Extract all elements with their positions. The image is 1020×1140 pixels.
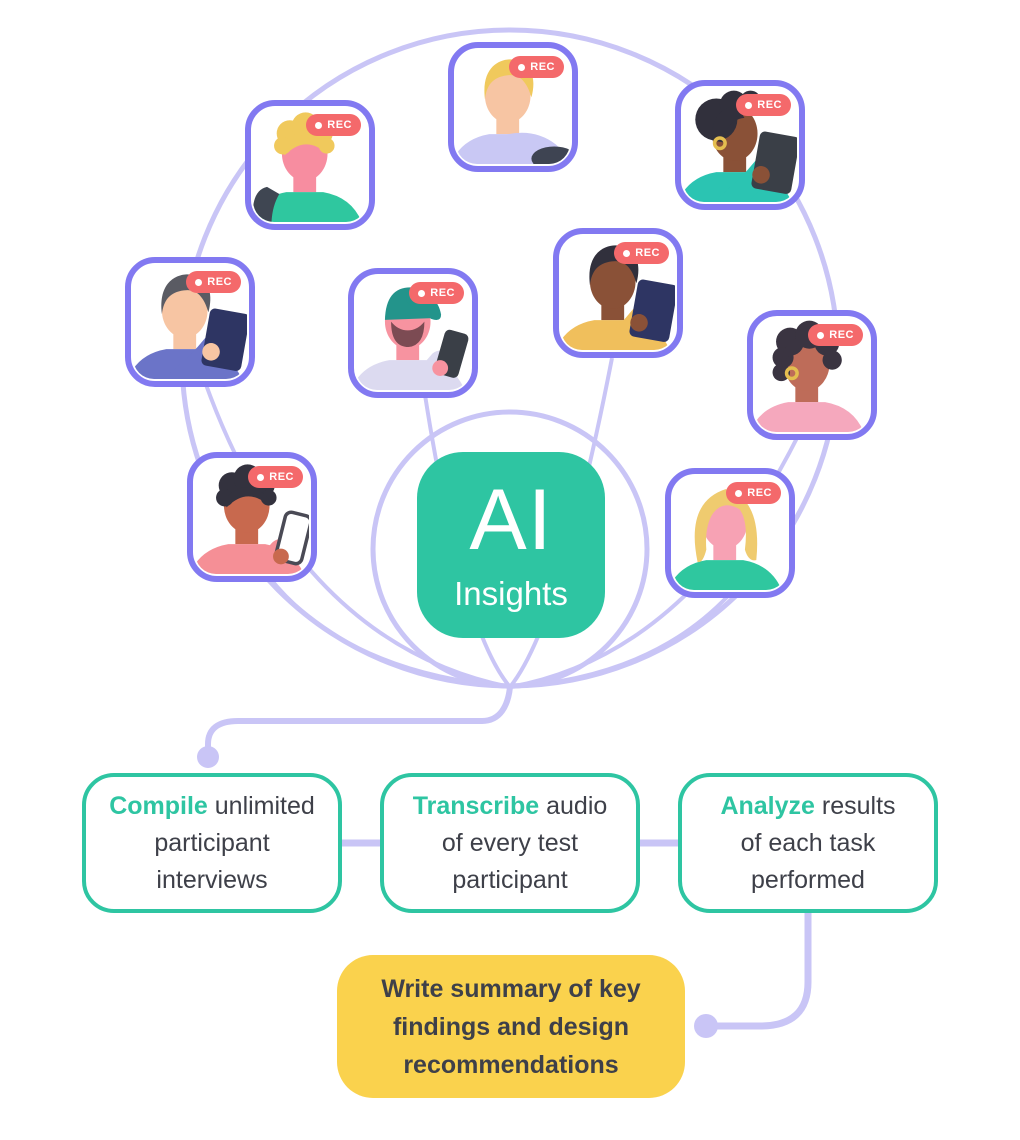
rec-badge: REC [186,271,241,293]
rec-label: REC [757,98,782,111]
rec-badge: REC [808,324,863,346]
step-line: participant [154,828,270,857]
participant-blond-curly-green-shirt: REC [245,100,375,230]
summary-line: recommendations [403,1050,619,1079]
record-dot-icon [735,489,743,497]
rec-label: REC [530,60,555,73]
summary-connector-dot [694,1014,718,1038]
participant-avatar-icon [561,236,675,350]
participant-teal-cap-beard-phone: REC [348,268,478,398]
rec-label: REC [269,470,294,483]
participant-avatar-icon [195,460,309,574]
record-dot-icon [315,121,323,129]
participant-avatar-icon [133,265,247,379]
rec-badge: REC [409,282,464,304]
step3-to-summary-connector [715,913,812,1030]
step-line: Transcribe audio [412,791,608,820]
step-line: Compile unlimited [109,791,315,820]
participant-avatar-icon [683,88,797,202]
participant-avatar-icon [356,276,470,390]
record-dot-icon [745,101,753,109]
rec-label: REC [635,246,660,259]
rec-label: REC [327,118,352,131]
step-line: Analyze results [720,791,896,820]
summary-line: findings and design [392,1012,630,1041]
participant-gray-hair-purple-shirt-tablet: REC [125,257,255,387]
rec-label: REC [829,328,854,341]
step-compile: Compile unlimited participant interviews [82,773,342,913]
step-keyword: Transcribe [412,791,540,820]
step-keyword: Compile [109,791,208,820]
step-line: of every test [441,828,579,857]
participant-blond-lavender-shirt: REC [448,42,578,172]
step1-connector-dot [197,746,219,768]
participant-yellow-polo-tablet: REC [553,228,683,358]
rec-badge: REC [248,466,303,488]
ai-node-subtitle: Insights [454,575,568,612]
summary-node: Write summary of key findings and design… [337,955,685,1098]
ai-node-title: AI [469,472,553,568]
record-dot-icon [195,278,203,286]
rec-badge: REC [306,114,361,136]
summary-line: Write summary of key [381,974,641,1003]
rec-label: REC [430,286,455,299]
step-line: of each task [740,828,876,857]
participant-avatar-icon [456,50,570,164]
rec-label: REC [207,275,232,288]
hub-to-step1-connector [205,686,513,750]
step-line: performed [751,865,865,894]
step-line: participant [452,865,568,894]
rec-badge: REC [736,94,791,116]
record-dot-icon [418,289,426,297]
step-transcribe: Transcribe audio of every test participa… [380,773,640,913]
record-dot-icon [518,63,526,71]
record-dot-icon [817,331,825,339]
record-dot-icon [257,473,265,481]
participant-woman-afro-puff-tablet: REC [675,80,805,210]
rec-badge: REC [726,482,781,504]
step-line: interviews [156,865,268,894]
ai-insights-node: AI Insights [417,452,605,638]
rec-badge: REC [614,242,669,264]
step-analyze: Analyze results of each task performed [678,773,938,913]
participant-blonde-woman-teal-blouse: REC [665,468,795,598]
step-keyword: Analyze [720,791,815,820]
rec-badge: REC [509,56,564,78]
participant-curly-pink-shirt-phone: REC [187,452,317,582]
rec-label: REC [747,486,772,499]
participant-avatar-icon [673,476,787,590]
participant-woman-curly-pink-top: REC [747,310,877,440]
record-dot-icon [623,249,631,257]
